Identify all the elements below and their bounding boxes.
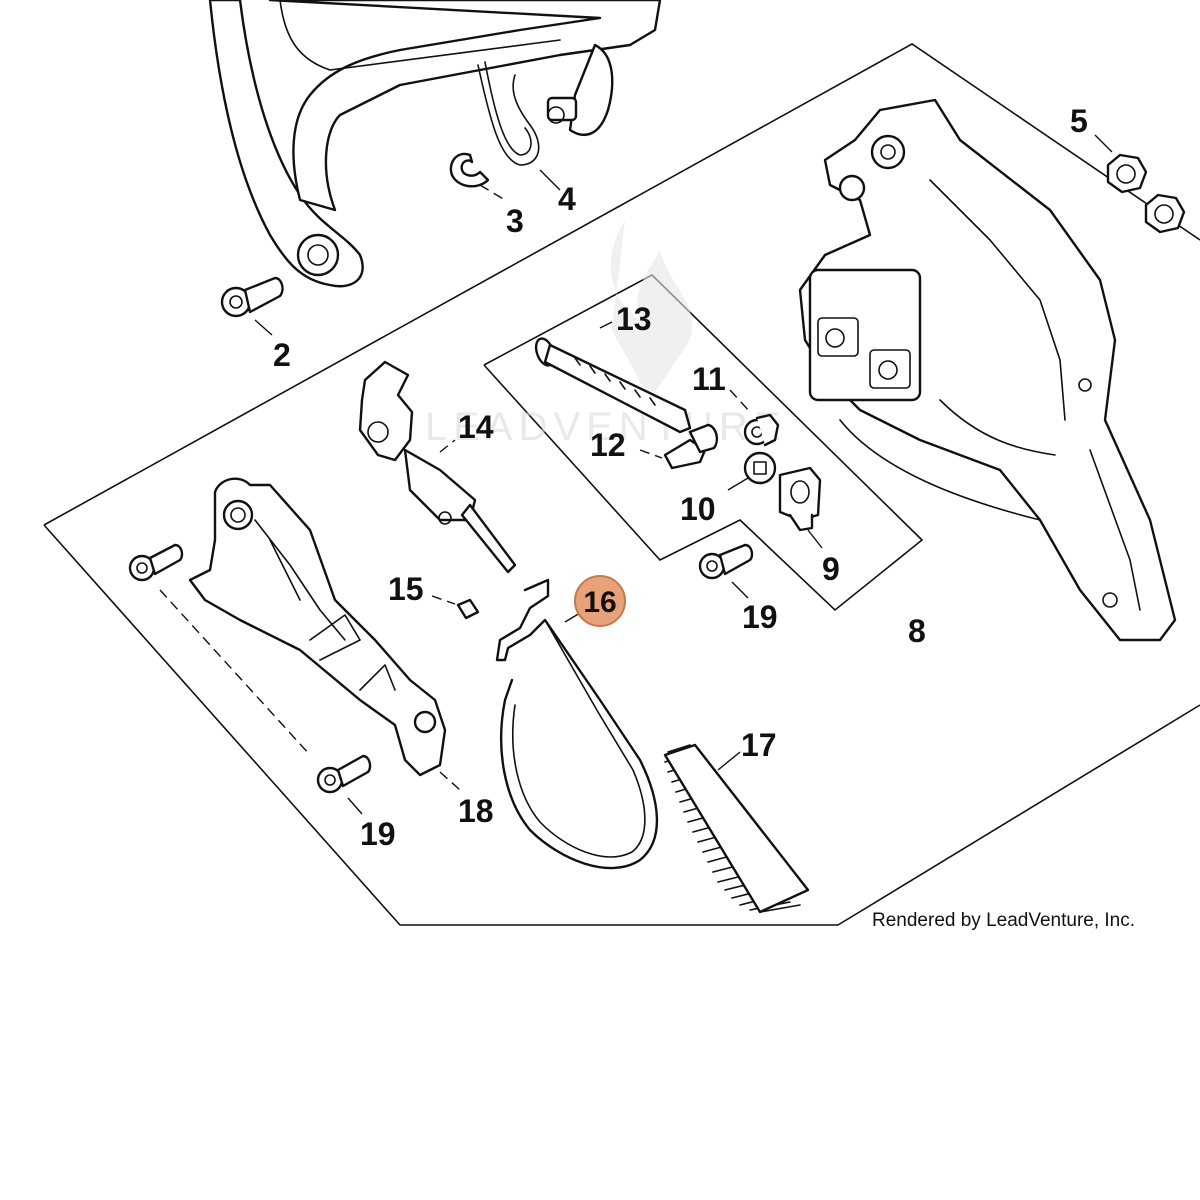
part-18-brake-arm: [188, 477, 461, 791]
part-19-screw-left-top: [128, 543, 311, 756]
callout-3: 3: [506, 203, 524, 239]
callout-5: 5: [1070, 103, 1088, 139]
callout-13: 13: [616, 301, 652, 337]
highlight-badge[interactable]: [574, 575, 626, 627]
callout-17: 17: [741, 727, 777, 763]
watermark-text: LEADVENTURE: [425, 405, 787, 449]
part-4-spring: [477, 61, 561, 191]
handle-frame-part: [208, 0, 662, 288]
callout-19-bottom: 19: [360, 816, 396, 852]
callout-8: 8: [908, 613, 926, 649]
part-8-housing: [798, 98, 1177, 642]
part-19-screw-center: [698, 543, 754, 599]
part-2-screw: [220, 276, 284, 336]
part-17-spring: [663, 743, 810, 914]
part-14-brake-lever: [358, 360, 517, 574]
part-10-gear-wheel: [727, 451, 777, 491]
callout-18: 18: [458, 793, 494, 829]
callout-15: 15: [388, 571, 424, 607]
callouts: 2 3 4 5 8 9 10 11 12 13 14 15 17 18 19 1…: [273, 103, 1088, 852]
part-9-slider: [778, 466, 823, 549]
callout-4: 4: [558, 181, 576, 217]
callout-19-center: 19: [742, 599, 778, 635]
part-13-adjuster-screw: [534, 321, 692, 434]
callout-16-highlight[interactable]: 16: [574, 575, 626, 627]
callout-2: 2: [273, 337, 291, 373]
watermark: LEADVENTURE: [425, 220, 787, 449]
callout-12: 12: [590, 427, 626, 463]
part-12-pin: [639, 423, 719, 470]
part-15-pin: [431, 595, 480, 620]
part-3-circlip: [449, 152, 506, 201]
callout-14: 14: [458, 409, 494, 445]
callout-16[interactable]: 16: [583, 586, 616, 619]
callout-10: 10: [680, 491, 716, 527]
part-16-brake-band: [495, 578, 659, 870]
part-19-screw-left-bottom: [316, 754, 372, 815]
part-11-gear: [729, 389, 780, 447]
credit-text: Rendered by LeadVenture, Inc.: [872, 910, 1135, 931]
part-5-nuts: [1094, 134, 1186, 234]
callout-9: 9: [822, 551, 840, 587]
callout-11: 11: [692, 361, 726, 397]
